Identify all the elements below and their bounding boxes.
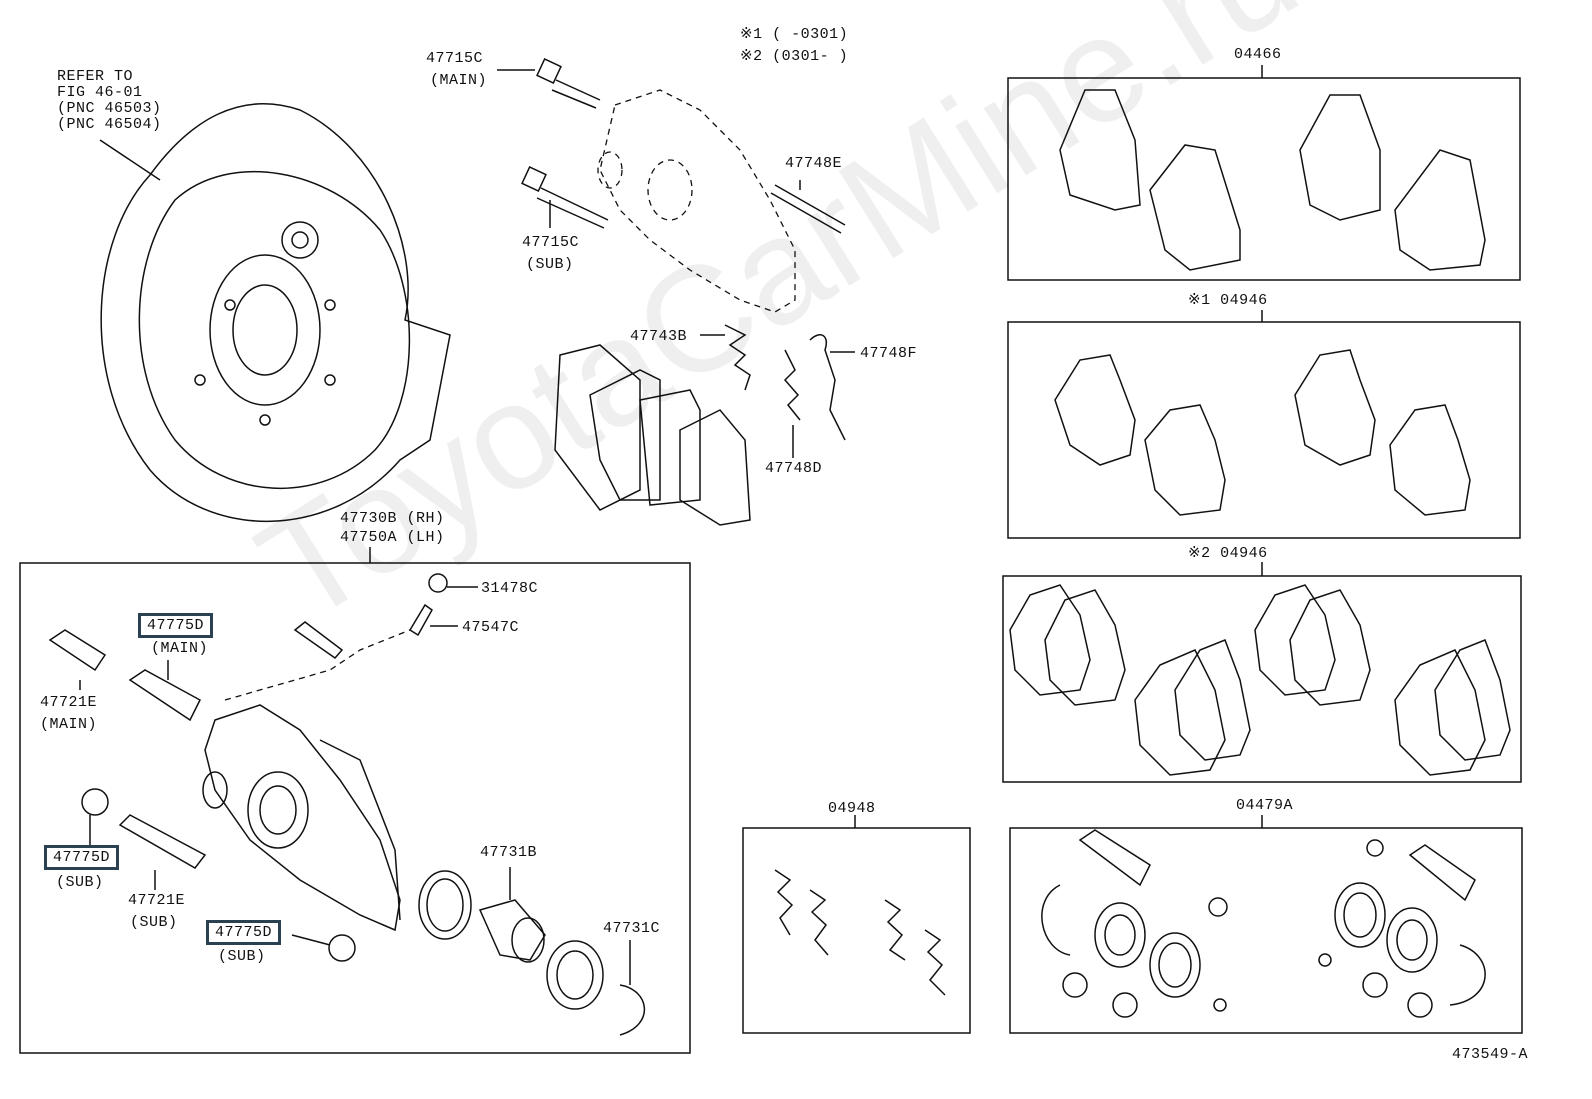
kit-04946-1-label[interactable]: ※1 04946 xyxy=(1188,292,1268,309)
label-caliper-rh[interactable]: 47730B (RH) xyxy=(340,510,445,527)
caliper-mounting-drawing xyxy=(597,89,796,313)
slide-pins-drawing xyxy=(48,621,356,962)
legend-note-1: ※1 ( -0301) xyxy=(740,26,849,43)
kit-04946-2-label[interactable]: ※2 04946 xyxy=(1188,545,1268,562)
label-47715C-sub[interactable]: 47715C xyxy=(522,234,580,251)
kit-04479A-seals-drawing xyxy=(1041,829,1486,1018)
label-47547C[interactable]: 47547C xyxy=(462,619,520,636)
kit-04948-clips-drawing xyxy=(774,869,946,996)
label-47721E-sub[interactable]: 47721E xyxy=(128,892,186,909)
label-47775D-sub-2[interactable]: 47775D xyxy=(206,920,282,945)
clips-center-drawing xyxy=(700,324,855,458)
legend-note-2: ※2 (0301- ) xyxy=(740,48,849,65)
kit-04479A-label[interactable]: 04479A xyxy=(1236,797,1294,814)
bleeder-drawing xyxy=(408,573,478,637)
kit-04466-label[interactable]: 04466 xyxy=(1234,46,1282,63)
refer-line-4: (PNC 46504) xyxy=(57,116,162,133)
label-31478C[interactable]: 31478C xyxy=(481,580,539,597)
label-47775D-main-note: (MAIN) xyxy=(151,640,209,657)
label-47743B[interactable]: 47743B xyxy=(630,328,688,345)
label-47775D-sub-2-note: (SUB) xyxy=(218,948,266,965)
bolt-47715C-main-drawing xyxy=(497,58,601,109)
label-47775D-main[interactable]: 47775D xyxy=(138,613,214,638)
label-47748F[interactable]: 47748F xyxy=(860,345,918,362)
bolt-47715C-sub-drawing xyxy=(521,166,609,229)
label-47731C[interactable]: 47731C xyxy=(603,920,661,937)
refer-line-3: (PNC 46503) xyxy=(57,100,162,117)
label-47715C-main-note: (MAIN) xyxy=(430,72,488,89)
label-47748E[interactable]: 47748E xyxy=(785,155,843,172)
piston-seals-drawing xyxy=(418,867,646,1036)
refer-line-2: FIG 46-01 xyxy=(57,84,143,101)
label-caliper-lh[interactable]: 47750A (LH) xyxy=(340,529,445,546)
pads-center-drawing xyxy=(554,344,751,526)
label-47748D[interactable]: 47748D xyxy=(765,460,823,477)
kit-04946-1-shims-drawing xyxy=(1054,349,1471,516)
kit-04466-pads-drawing xyxy=(1059,89,1486,271)
kit-04948-label[interactable]: 04948 xyxy=(828,800,876,817)
label-47715C-main[interactable]: 47715C xyxy=(426,50,484,67)
label-47715C-sub-note: (SUB) xyxy=(526,256,574,273)
label-47721E-main-note: (MAIN) xyxy=(40,716,98,733)
pin-47748E-drawing xyxy=(770,180,846,234)
label-47721E-main[interactable]: 47721E xyxy=(40,694,98,711)
label-47775D-sub-1[interactable]: 47775D xyxy=(44,845,120,870)
kit-04946-2-shims-drawing xyxy=(1009,584,1511,776)
dust-cover-drawing xyxy=(99,103,451,522)
figure-code: 473549-A xyxy=(1452,1046,1529,1063)
label-47721E-sub-note: (SUB) xyxy=(130,914,178,931)
refer-line-1: REFER TO xyxy=(57,68,134,85)
label-47775D-sub-1-note: (SUB) xyxy=(56,874,104,891)
caliper-assy-drawing xyxy=(202,629,411,932)
label-47731B[interactable]: 47731B xyxy=(480,844,538,861)
